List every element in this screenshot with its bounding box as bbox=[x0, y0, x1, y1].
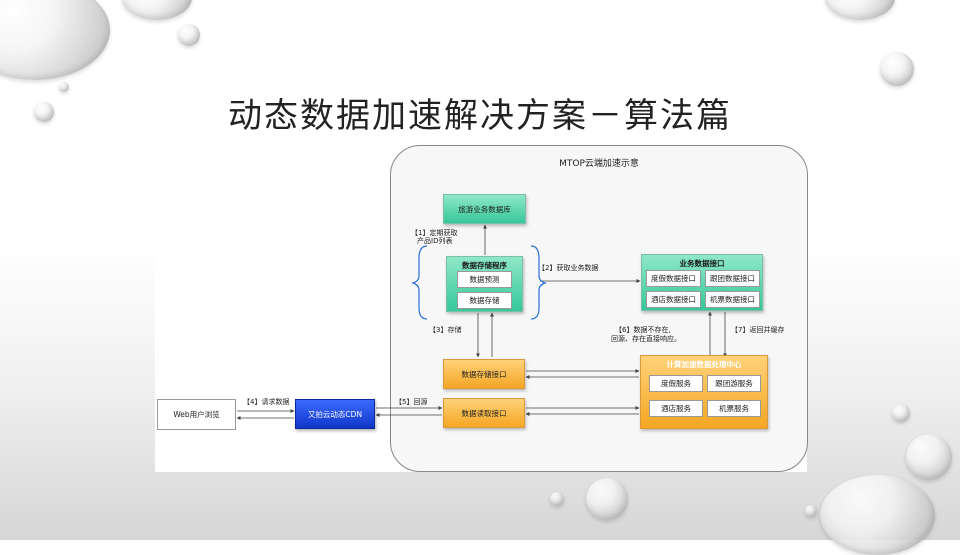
water-drop-decoration bbox=[820, 475, 935, 555]
group-tour-service: 跟团游服务 bbox=[707, 375, 761, 392]
water-drop-decoration bbox=[550, 492, 564, 506]
slide-title: 动态数据加速解决方案－算法篇 bbox=[228, 96, 732, 136]
web-user-browsing: Web用户浏览 bbox=[157, 399, 236, 430]
compute-center-title: 计算加速数据处理中心 bbox=[666, 360, 742, 369]
upyun-dynamic-cdn: 又拍云动态CDN bbox=[295, 399, 375, 429]
step1-label-line1: 【1】定期获取 bbox=[411, 229, 458, 237]
step5-label: 【5】回源 bbox=[395, 398, 428, 406]
water-drop-decoration bbox=[805, 505, 817, 517]
flight-service: 机票服务 bbox=[707, 400, 761, 417]
connector-lines bbox=[236, 224, 727, 420]
storage-program-title: 数据存储程序 bbox=[462, 261, 507, 270]
step3-label: 【3】存储 bbox=[429, 326, 462, 334]
step7-label: 【7】返回并缓存 bbox=[731, 326, 785, 334]
water-drop-decoration bbox=[906, 434, 952, 480]
store-api-label: 数据存储接口 bbox=[461, 369, 507, 379]
water-drop-decoration bbox=[0, 0, 110, 80]
water-drop-decoration bbox=[880, 52, 914, 86]
data-storage-program: 数据存储程序 数据预测 数据存储 bbox=[446, 256, 523, 312]
water-drop-decoration bbox=[59, 82, 69, 92]
water-drop-decoration bbox=[586, 478, 628, 520]
business-data-api: 业务数据接口 度假数据接口 跟团数据接口 酒店数据接口 机票数据接口 bbox=[641, 254, 763, 311]
group-tour-data-api: 跟团数据接口 bbox=[705, 270, 760, 287]
data-storage-box: 数据存储 bbox=[457, 292, 512, 309]
step1-label-line2: 产品ID列表 bbox=[417, 237, 453, 245]
step6-label-line1: 【6】数据不存在, bbox=[615, 326, 671, 334]
hotel-data-api: 酒店数据接口 bbox=[646, 291, 701, 308]
hotel-service: 酒店服务 bbox=[649, 400, 703, 417]
water-drop-decoration bbox=[892, 404, 910, 422]
vacation-data-api: 度假数据接口 bbox=[646, 270, 701, 287]
water-drop-decoration bbox=[122, 0, 192, 20]
step6-label-line2: 回源、存在直接响应。 bbox=[611, 335, 681, 343]
water-drop-decoration bbox=[34, 102, 54, 122]
water-drop-decoration bbox=[178, 24, 200, 46]
right-brace bbox=[530, 245, 547, 320]
cloud-title: MTOP云端加速示意 bbox=[559, 159, 639, 169]
flight-data-api: 机票数据接口 bbox=[705, 291, 760, 308]
travel-db-label: 旅游业务数据库 bbox=[458, 204, 511, 214]
water-drop-decoration bbox=[825, 0, 895, 20]
data-read-api: 数据读取接口 bbox=[443, 398, 525, 428]
step2-label: 【2】获取业务数据 bbox=[538, 264, 599, 272]
business-api-title: 业务数据接口 bbox=[679, 259, 725, 268]
compute-acceleration-center: 计算加速数据处理中心 度假服务 跟团游服务 酒店服务 机票服务 bbox=[640, 355, 768, 429]
step4-label: 【4】请求数据 bbox=[243, 398, 290, 406]
read-api-label: 数据读取接口 bbox=[461, 408, 507, 418]
data-prediction-box: 数据预测 bbox=[457, 271, 512, 288]
travel-business-database: 旅游业务数据库 bbox=[443, 194, 526, 224]
web-user-label: Web用户浏览 bbox=[173, 410, 220, 419]
left-brace bbox=[411, 245, 428, 320]
vacation-service: 度假服务 bbox=[649, 375, 703, 392]
data-store-api: 数据存储接口 bbox=[443, 359, 525, 389]
architecture-diagram: MTOP云端加速示意 旅游业务数据库 bbox=[155, 143, 808, 472]
cdn-label: 又拍云动态CDN bbox=[307, 409, 363, 419]
